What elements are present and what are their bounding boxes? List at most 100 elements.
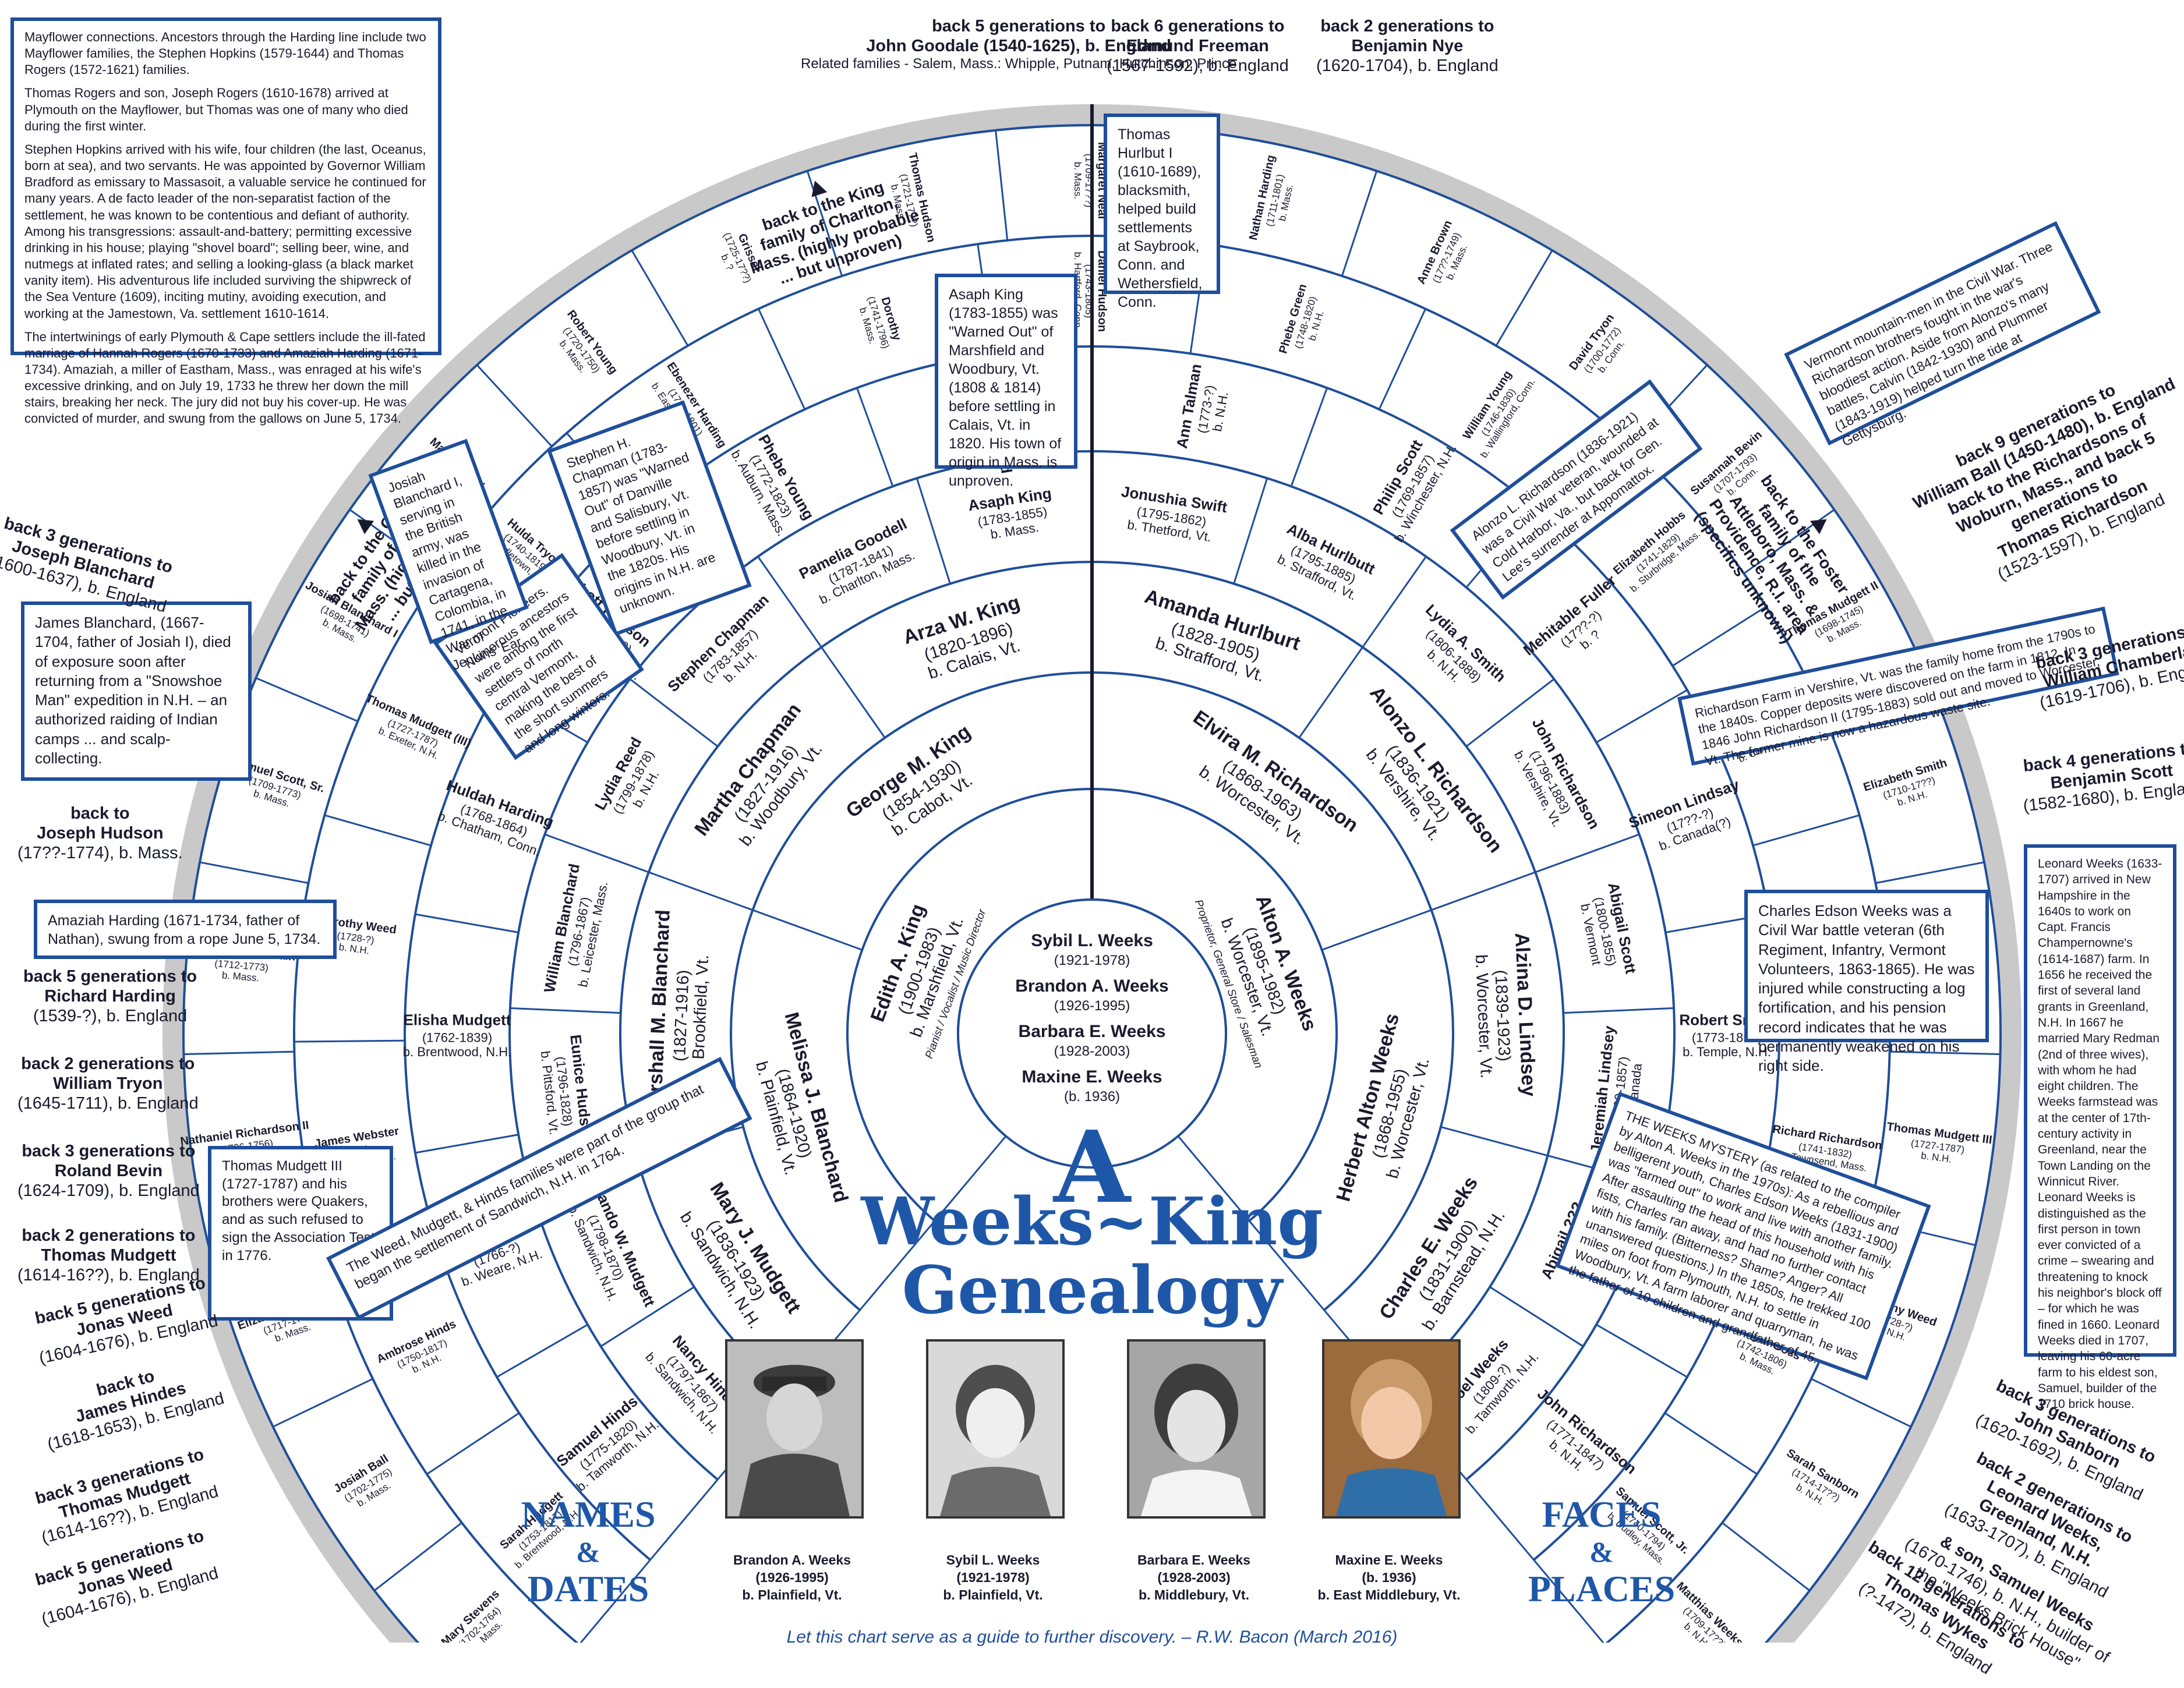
- ext-freeman: back 6 generations to Edmund Freeman (15…: [1107, 16, 1289, 76]
- person-place: b. Brentwood, N.H.: [403, 1045, 512, 1059]
- sector-divider: [821, 646, 886, 738]
- footer-note: Let this chart serve as a guide to furth…: [786, 1627, 1398, 1647]
- caption-maxine-dates: (b. 1936): [1362, 1569, 1416, 1585]
- person-cell: Arza W. King(1820-1896)b. Calais, Vt.: [900, 591, 1023, 683]
- ext-joseph-hudson-line3: (17??-1774), b. Mass.: [17, 844, 183, 863]
- ext-nye-line1: back 2 generations to: [1320, 17, 1494, 36]
- photo-sybil: [926, 1339, 1065, 1519]
- sector-divider: [476, 364, 553, 447]
- center-dates: (b. 1936): [1064, 1089, 1120, 1105]
- sector-divider: [1875, 861, 1985, 884]
- mayflower-p1: Mayflower connections. Ancestors through…: [24, 30, 426, 77]
- sector-divider: [1664, 1412, 1758, 1475]
- ext-goodale-line1: back 5 generations to: [932, 17, 1106, 36]
- sector-divider: [758, 308, 806, 410]
- sector-divider: [1811, 1378, 1911, 1428]
- ext-nye-line2: Benjamin Nye: [1351, 37, 1464, 56]
- sector-divider: [934, 1135, 1007, 1222]
- ext-thomas-mudgett-a-line2: Thomas Mudgett: [41, 1246, 176, 1265]
- center-name: Maxine E. Weeks: [1022, 1067, 1162, 1087]
- sector-divider: [373, 1521, 462, 1591]
- caption-sybil: Sybil L. Weeks (1921-1978) b. Plainfield…: [897, 1552, 1089, 1604]
- james-blanchard-callout: James Blanchard, (1667-1704, father of J…: [21, 601, 252, 781]
- caption-sybil-name: Sybil L. Weeks: [946, 1552, 1040, 1567]
- sector-divider: [631, 250, 689, 346]
- sector-divider: [1489, 1286, 1584, 1347]
- ext-freeman-line3: (1567-1592), b. England: [1107, 56, 1289, 76]
- person-cell: Charles E. Weeks(1831-1900)b. Barnstead,…: [1375, 1173, 1509, 1334]
- names-dates-heading: NAMES & DATES: [513, 1494, 664, 1609]
- person-cell: Alzina D. Lindsey(1839-1923)b. Worcester…: [1472, 932, 1540, 1097]
- ext-freeman-line1: back 6 generations to: [1111, 17, 1285, 36]
- person-cell: William Young(1746-1830)b. Wallingford, …: [1461, 369, 1538, 460]
- sector-divider: [1465, 1479, 1535, 1560]
- ext-roland-bevin-line1: back 3 generations to: [22, 1142, 196, 1160]
- sector-divider: [496, 1323, 588, 1378]
- sector-divider: [1535, 833, 1640, 873]
- sector-divider: [1248, 1220, 1325, 1311]
- ext-nye-line3: (1620-1704), b. England: [1316, 56, 1499, 76]
- person-cell: Phebe Green(1748-1820)b. N.H.: [1277, 282, 1326, 355]
- fan-chart: Edith A. King(1900-1983)b. Marshfield, V…: [162, 104, 2022, 1643]
- caption-brandon-place: b. Plainfield, Vt.: [742, 1587, 842, 1602]
- person-cell: Elizabeth Hobbs(1741-1829)b. Sturbridge,…: [1611, 509, 1702, 594]
- person-cell: Thomas Mudgett (III)(1727-1787)b. Exeter…: [364, 692, 473, 762]
- sector-divider: [1563, 1007, 1674, 1014]
- sector-divider: [426, 1412, 520, 1475]
- sector-divider: [1431, 871, 1536, 911]
- chart-rings: [162, 104, 2022, 1643]
- photo-maxine: [1322, 1339, 1461, 1519]
- person-cell: David Tryon(1700-1772)b. Conn.: [1567, 312, 1627, 375]
- caption-barbara-dates: (1928-2003): [1157, 1569, 1231, 1585]
- thomas-hurlbut-callout: Thomas Hurlbut I (1610-1689), blacksmith…: [1104, 114, 1220, 310]
- sector-divider: [1290, 387, 1328, 487]
- sector-divider: [324, 814, 432, 847]
- ext-thomas-mudgett-a: back 2 generations to Thomas Mudgett (16…: [17, 1226, 200, 1286]
- sector-divider: [1596, 1323, 1688, 1378]
- mayflower-p4: The intertwinings of early Plymouth & Ca…: [24, 329, 426, 426]
- person-dates: (1709-17??): [1083, 154, 1094, 208]
- ext-richard-harding-line3: (1539-?), b. England: [33, 1007, 188, 1026]
- person-cell: Anne Brown(17??-1749)b. Mass.: [1415, 218, 1469, 286]
- sector-divider: [752, 909, 863, 951]
- sector-divider: [544, 833, 649, 873]
- person-cell: Ambrose Hinds(1750-1817)b. N.H.: [374, 1318, 458, 1375]
- ext-thomas-mudgett-a-line1: back 2 generations to: [22, 1226, 196, 1245]
- photo-brandon: [725, 1339, 864, 1519]
- ext-richard-harding: back 5 generations to Richard Harding (1…: [23, 967, 197, 1027]
- ext-william-tryon: back 2 generations to William Tryon (164…: [17, 1054, 199, 1114]
- sector-divider: [415, 1134, 519, 1154]
- portrait-girl-icon: [1129, 1342, 1263, 1516]
- person-dates: (1762-1839): [422, 1030, 492, 1045]
- sector-divider: [1722, 1521, 1811, 1591]
- person-cell: Pamelia Goodell(1787-1841)b. Charlton, M…: [796, 515, 917, 607]
- ext-william-tryon-line1: back 2 generations to: [21, 1054, 195, 1073]
- caption-sybil-dates: (1921-1978): [956, 1569, 1030, 1585]
- photo-barbara: [1127, 1339, 1266, 1519]
- sector-divider: [1341, 171, 1378, 277]
- center-name: Brandon A. Weeks: [1015, 976, 1168, 996]
- sector-divider: [1672, 606, 1767, 667]
- sector-divider: [579, 1559, 651, 1643]
- sector-divider: [1298, 646, 1363, 738]
- mayflower-callout: Mayflower connections. Ancestors through…: [10, 17, 441, 426]
- leonard-weeks-text: Leonard Weeks (1633-1707) arrived in New…: [2038, 857, 2162, 1411]
- person-cell: Phebe Young(1772-1823)b. Auburn, Mass.: [728, 431, 818, 539]
- sector-divider: [600, 1286, 695, 1347]
- ext-joseph-hudson-line1: back to: [70, 804, 130, 823]
- person-cell: John Richardson(1771-1847)b. N.H.: [1534, 1385, 1640, 1477]
- asaph-king-callout: Asaph King (1783-1855) was "Warned Out" …: [935, 274, 1077, 489]
- person-cell: William Blanchard(1796-1867)b. Leicester…: [540, 862, 611, 995]
- caption-maxine: Maxine E. Weeks (b. 1936) b. East Middle…: [1293, 1552, 1485, 1604]
- ext-joseph-hudson: back to Joseph Hudson (17??-1774), b. Ma…: [17, 804, 183, 864]
- person-place: b. Mass.: [1072, 162, 1083, 199]
- person-name: Alzina D. Lindsey: [1511, 932, 1540, 1097]
- center-circle: [957, 898, 1227, 1169]
- ext-joseph-hudson-line2: Joseph Hudson: [37, 824, 164, 843]
- person-cell: Alba Hurlbutt(1795-1885)b. Strafford, Vt…: [1275, 520, 1378, 603]
- sector-divider: [995, 130, 1009, 240]
- person-cell: Robert Young(1720-1750)b. Mass.: [557, 308, 620, 377]
- sector-divider: [1752, 814, 1860, 847]
- mayflower-p3: Stephen Hopkins arrived with his wife, f…: [24, 141, 426, 321]
- sector-divider: [510, 1007, 621, 1014]
